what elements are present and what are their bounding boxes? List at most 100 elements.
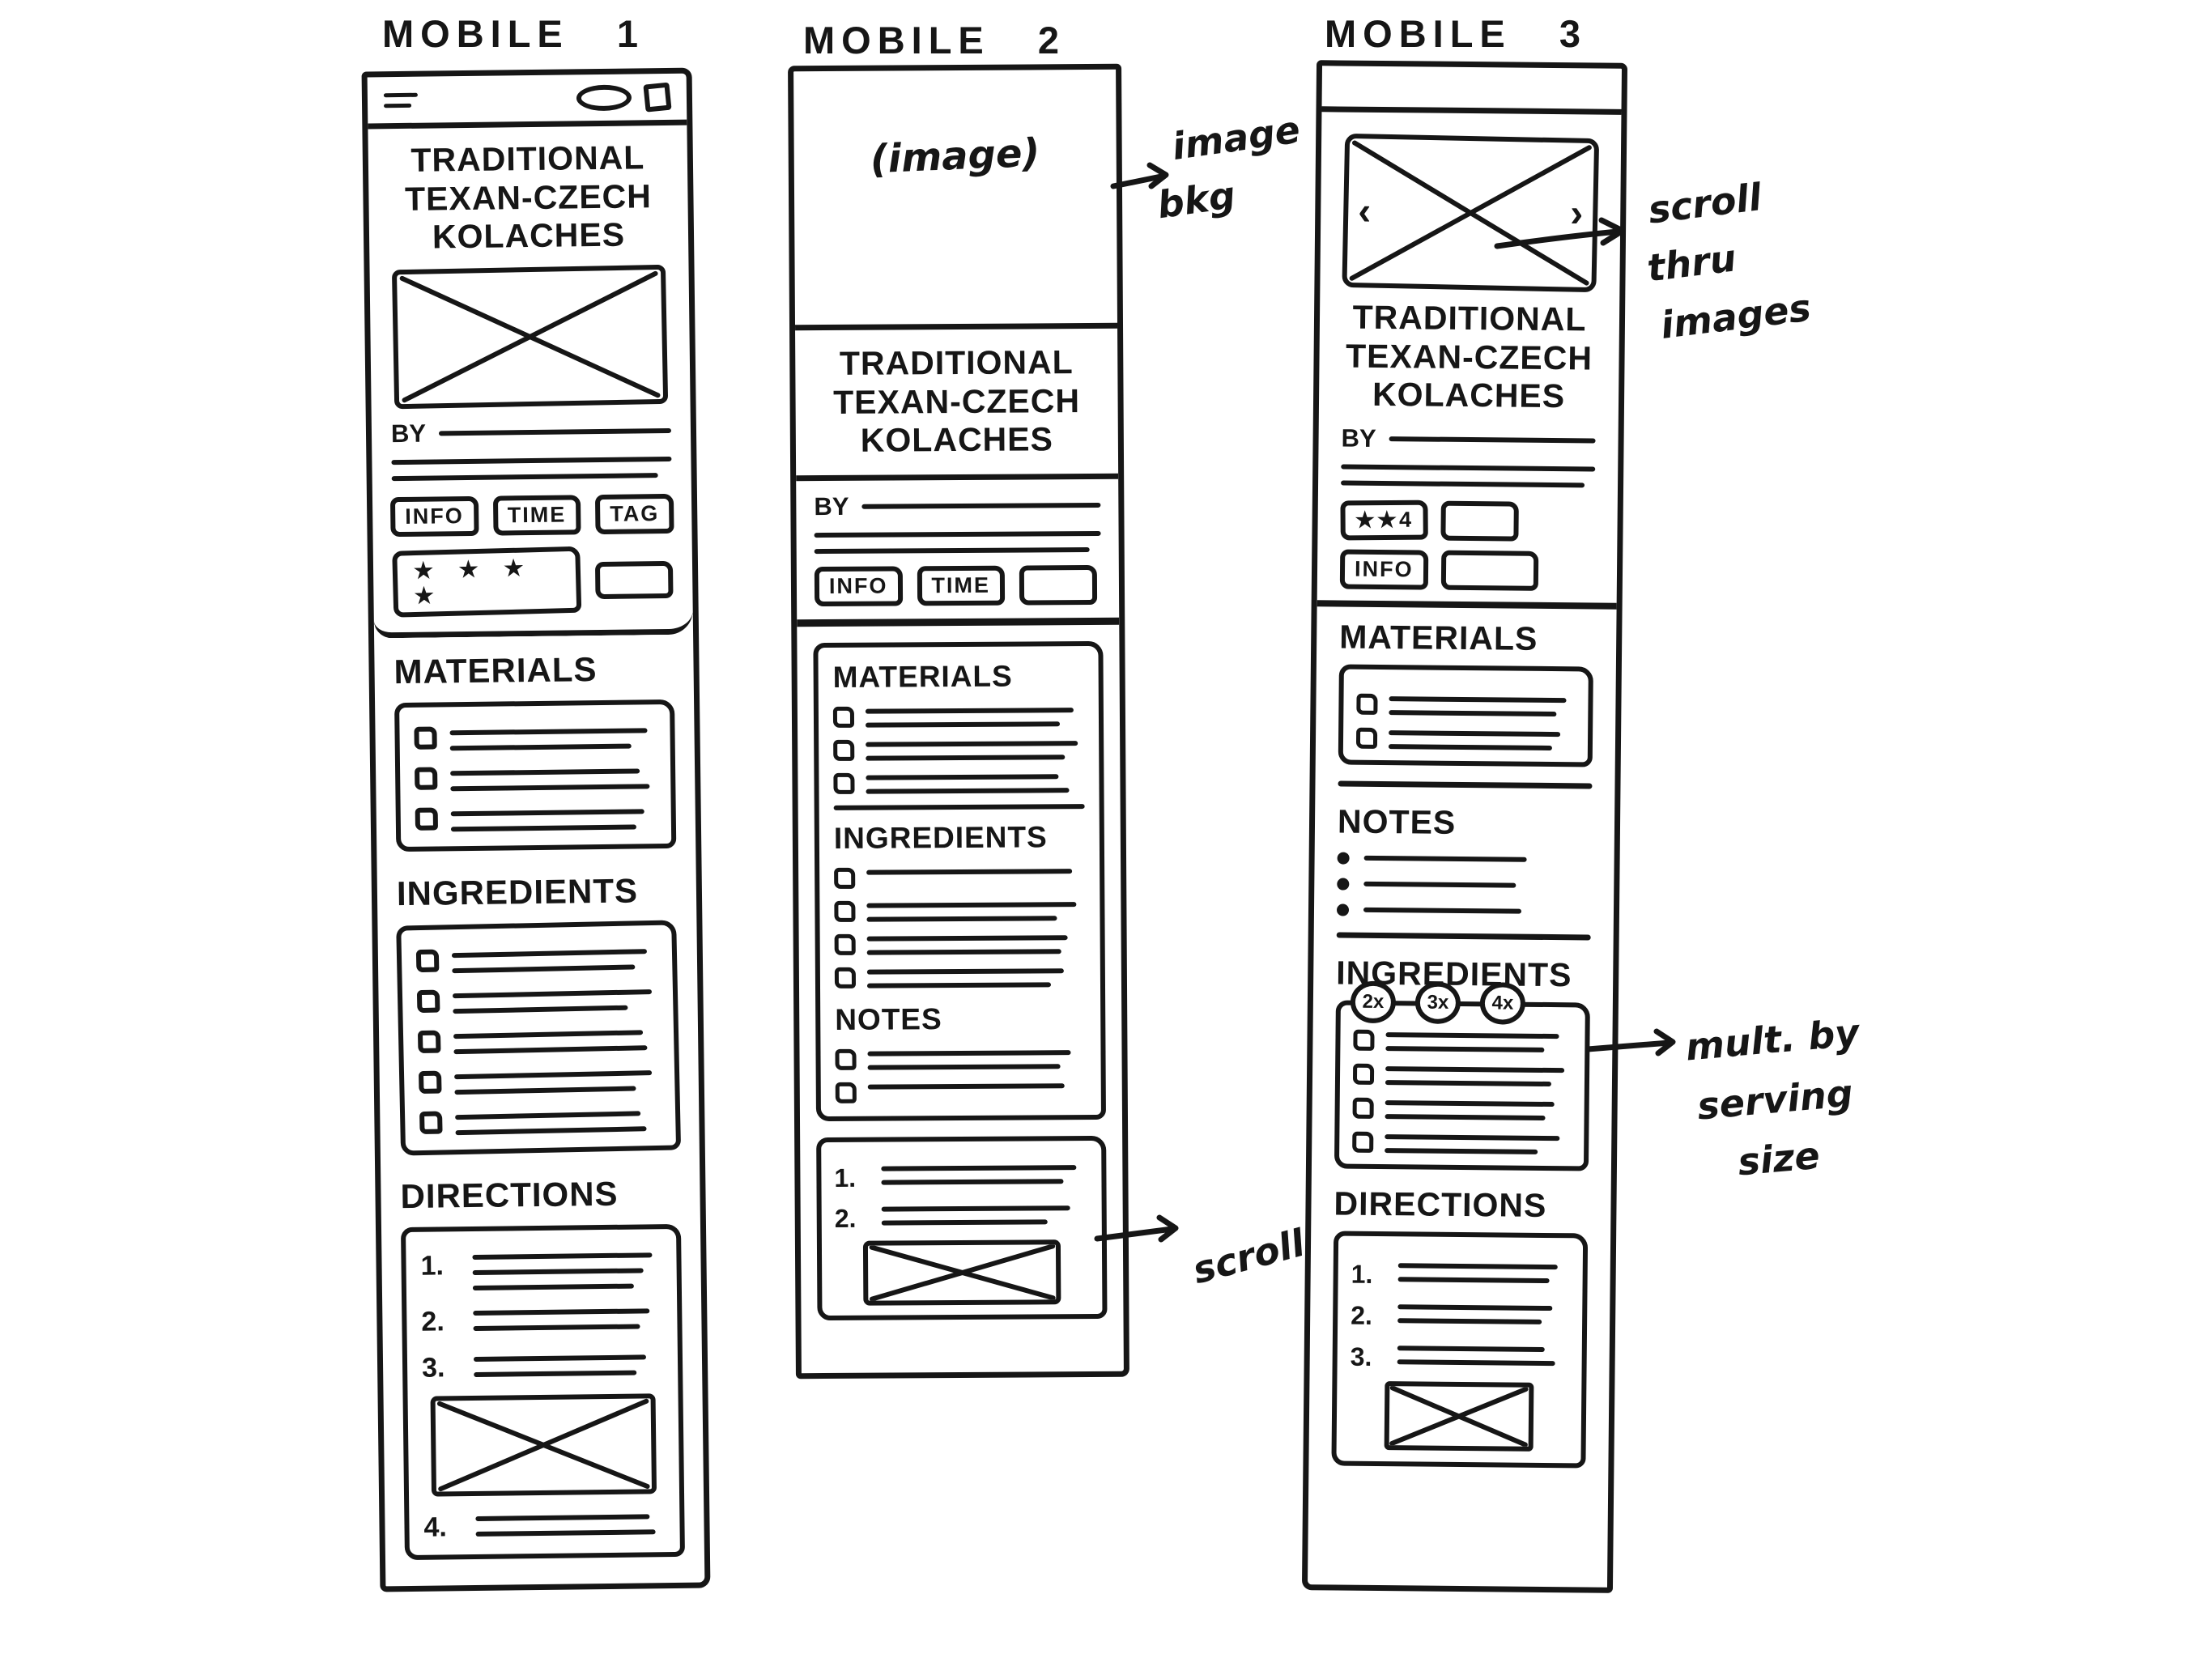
checkbox[interactable] [417,1030,441,1053]
text-line [473,1354,646,1363]
text-line [814,530,1101,538]
badge-row: ★★4 [1340,500,1594,542]
checkbox[interactable] [415,767,438,790]
checkbox[interactable] [833,772,855,794]
checkbox[interactable] [416,989,440,1013]
checklist-item [834,966,1086,988]
item-lines [473,1350,663,1378]
extra-pill[interactable] [1440,500,1520,542]
checkbox[interactable] [833,739,855,761]
item-lines [865,705,1084,728]
checkbox[interactable] [419,1111,443,1134]
info-button[interactable]: INFO [814,566,903,606]
checkbox[interactable] [835,1082,857,1103]
oval-control-icon[interactable] [576,83,632,111]
checklist-item [415,764,656,792]
star-rating[interactable]: ★ ★ ★ ★ [392,546,582,618]
text-line [1363,907,1521,914]
extra-pill[interactable] [1440,550,1538,591]
step-number: 1. [834,1163,857,1192]
image-carousel[interactable]: ‹ › [1342,133,1600,293]
step-number: 3. [1350,1341,1372,1371]
checkbox[interactable] [834,933,856,955]
text-line [881,1205,1070,1212]
checkbox[interactable] [834,900,856,922]
item-lines [867,1081,1087,1090]
byline-label: BY [390,419,427,448]
checkbox[interactable] [832,706,855,728]
text-line [1341,464,1596,472]
checkbox[interactable] [414,726,437,750]
carousel-image-placeholder[interactable] [1342,133,1600,293]
title-line: TRADITIONAL [839,343,1074,382]
numbered-step: 1. [420,1248,662,1291]
text-line [1385,1099,1555,1107]
checkbox[interactable] [1355,727,1378,749]
info-button[interactable]: INFO [1339,549,1428,590]
byline-row: BY [1341,423,1596,455]
time-button[interactable]: TIME [917,565,1006,606]
section-divider [1336,932,1591,941]
item-lines [473,1304,662,1331]
annotation-scroll-thru-images: scroll thru images [1634,164,1814,355]
checkbox[interactable] [834,867,856,889]
item-lines [451,945,658,973]
step-number: 2. [421,1306,445,1337]
carousel-prev-icon[interactable]: ‹ [1358,189,1372,233]
text-line [1389,729,1560,737]
ingredients-heading: INGREDIENTS [833,819,1048,855]
rating-extra-button[interactable] [594,560,674,599]
byline-row: BY [814,491,1101,521]
checkbox[interactable] [1356,693,1378,715]
checkbox[interactable] [835,1048,857,1070]
text-line [1397,1262,1558,1269]
annotation-scroll: scroll [1186,1215,1311,1299]
checkbox[interactable] [418,1070,442,1094]
item-lines [1385,1064,1572,1086]
star-rating-pill[interactable]: ★★4 [1340,500,1429,541]
tag-button[interactable]: TAG [594,493,674,534]
checklist-item [418,1065,661,1095]
badge-row: INFO [1339,549,1594,591]
annotation-image-bkg: image bkg [1155,102,1312,231]
checklist-item [833,738,1084,761]
text-line [866,740,1078,747]
checkbox[interactable] [1352,1131,1374,1153]
checkbox[interactable] [1353,1029,1375,1051]
recipe-header-card: TRADITIONAL TEXAN-CZECH KOLACHES BY INFO… [368,125,694,639]
text-line [1385,1065,1564,1073]
item-lines [450,764,656,791]
info-button[interactable]: INFO [389,495,479,537]
checklist-item [1352,1097,1572,1120]
checklist-item [414,724,655,751]
item-lines [472,1248,662,1290]
text-line [450,768,640,776]
checkbox[interactable] [1352,1097,1374,1119]
extra-button[interactable] [1019,564,1098,606]
item-lines [453,1026,660,1054]
meta-buttons: INFO TIME TAG [389,493,674,537]
text-line [866,868,1072,875]
checkbox[interactable] [415,807,438,831]
item-lines [1385,1132,1571,1154]
byline-block: BY INFO TIME [796,478,1120,627]
item-lines [866,966,1086,988]
multiplier-2x-button[interactable]: 2x [1350,980,1397,1023]
scrollable-steps-card[interactable]: 1. 2. [816,1135,1108,1321]
text-line [881,1219,1048,1226]
menu-icon[interactable] [383,86,418,114]
checkbox[interactable] [1352,1063,1375,1085]
numbered-step: 4. [423,1511,665,1544]
image-background-area: (image) [793,69,1118,331]
multiplier-4x-button[interactable]: 4x [1479,981,1526,1025]
bullet-item [1337,878,1591,892]
time-button[interactable]: TIME [492,494,581,536]
checklist-item [1353,1029,1572,1052]
checkbox[interactable] [415,949,440,972]
square-control-icon[interactable] [643,82,672,113]
text-line [474,1370,637,1378]
directions-heading: DIRECTIONS [400,1174,619,1215]
text-line [1397,1346,1546,1352]
multiplier-3x-button[interactable]: 3x [1414,981,1461,1024]
checkbox[interactable] [834,967,857,988]
